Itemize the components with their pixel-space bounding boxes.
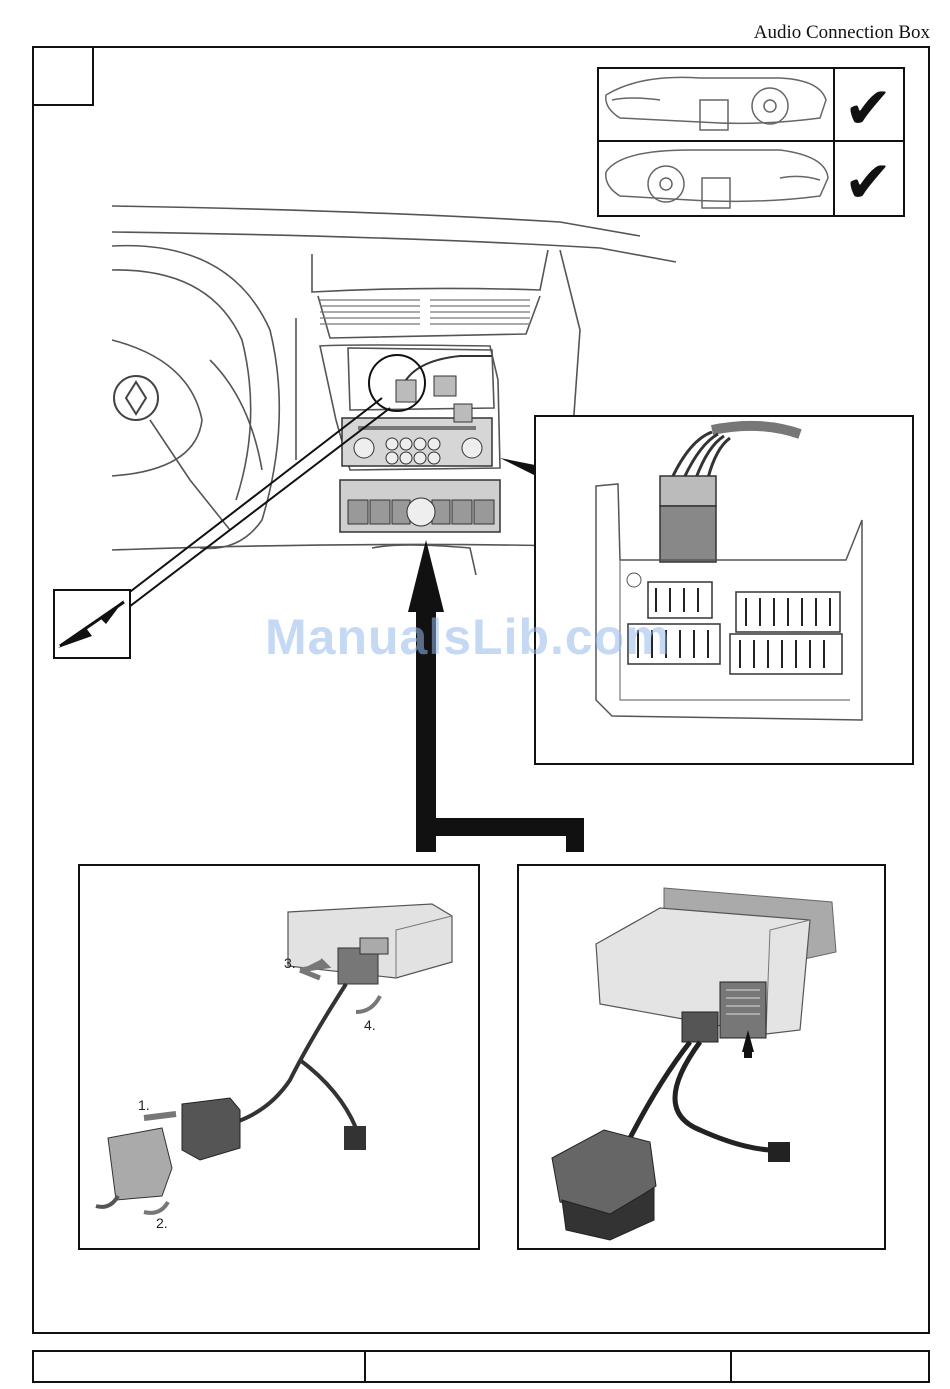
- footer-cell: [366, 1352, 732, 1381]
- harness-connection-panel: [518, 865, 885, 1249]
- step-label: 2.: [156, 1215, 168, 1231]
- step-label: 4.: [364, 1017, 376, 1033]
- footer-cell: [34, 1352, 366, 1381]
- watermark: ManualsLib.com: [265, 608, 671, 666]
- step-label: 3.: [284, 955, 296, 971]
- radio-unit: [342, 418, 492, 466]
- connector-icon: [396, 356, 492, 422]
- footer-cell: [732, 1352, 928, 1381]
- check-icon: ✔: [844, 150, 893, 215]
- renault-logo-icon: [114, 376, 158, 420]
- vehicle-selector-box: ✔ ✔: [598, 68, 904, 216]
- check-icon: ✔: [844, 76, 893, 141]
- rear-connector-detail: [535, 416, 913, 764]
- installation-step-panel: 1. 2. 3. 4.: [79, 865, 479, 1249]
- footer-table: [32, 1350, 930, 1383]
- step-label: 1.: [138, 1097, 150, 1113]
- climate-control-panel: [340, 480, 500, 532]
